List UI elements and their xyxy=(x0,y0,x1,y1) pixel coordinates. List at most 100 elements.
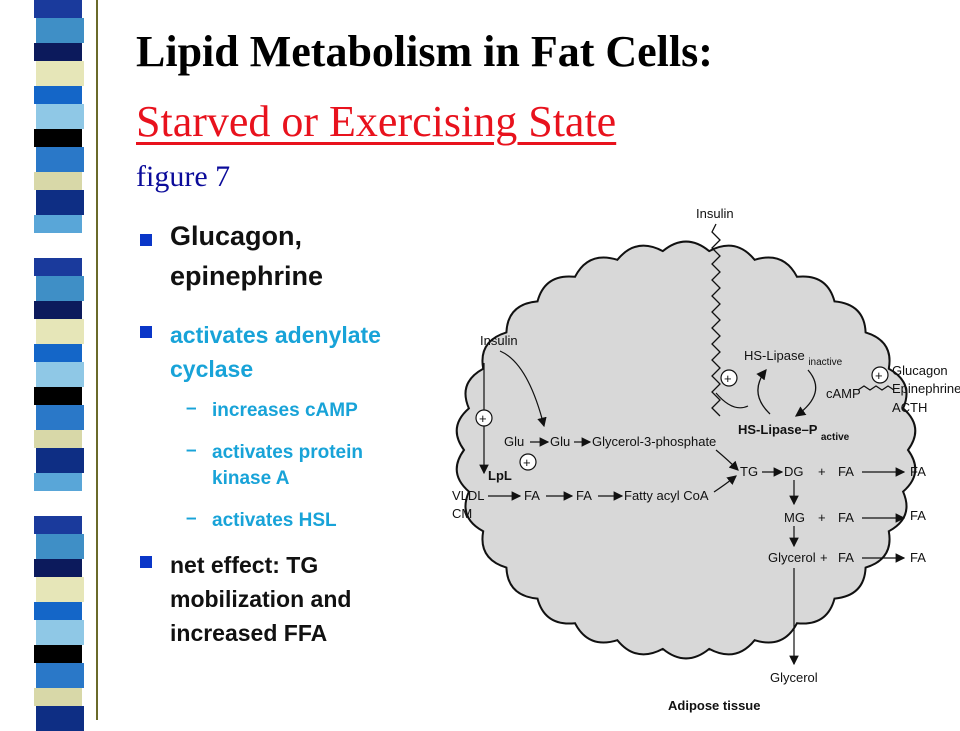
stripe-block xyxy=(36,663,84,688)
bullet-square xyxy=(140,326,152,338)
glycerol-inner-label: Glycerol xyxy=(768,550,816,565)
fa-released-3: FA xyxy=(910,550,926,565)
adipose-tissue-caption: Adipose tissue xyxy=(668,698,760,713)
stripe-block xyxy=(34,645,82,663)
plus-sign: + xyxy=(479,411,487,426)
stripe-block xyxy=(34,688,82,706)
bullet-text-line: cyclase xyxy=(170,356,254,382)
fatty-acyl-coa-label: Fatty acyl CoA xyxy=(624,488,709,503)
stripe-block xyxy=(34,86,82,104)
fa-inner-left: FA xyxy=(576,488,592,503)
glycerol-out-label: Glycerol xyxy=(770,670,818,685)
stripe-block xyxy=(34,602,82,620)
stripe-block xyxy=(34,430,82,448)
stripe-block xyxy=(34,516,82,534)
sub-bullet-camp: increases cAMP xyxy=(212,400,358,421)
glucagon-wavy-line xyxy=(857,385,895,391)
bullet-text-line: increased FFA xyxy=(170,620,328,646)
stripe-block xyxy=(36,104,84,129)
stripe-block xyxy=(36,534,84,559)
stripe-block xyxy=(36,405,84,430)
activation-arrow xyxy=(794,369,817,417)
plus-circle xyxy=(475,409,493,427)
stripe-block xyxy=(36,620,84,645)
stripe-block xyxy=(36,190,84,215)
camp-label: cAMP xyxy=(826,386,861,401)
epinephrine-label: Epinephrine xyxy=(892,381,960,396)
stripe-block xyxy=(36,147,84,172)
stripe-block xyxy=(34,0,82,18)
hs-lipase-p-text: HS-Lipase–P xyxy=(738,422,818,437)
cm-label: CM xyxy=(452,506,472,521)
bullet-net-effect: net effect: TG mobilization and increase… xyxy=(170,548,351,650)
plus-sign: + xyxy=(875,368,883,383)
stripe-block xyxy=(36,18,84,43)
stripe-block xyxy=(34,129,82,147)
bullet-text-line: mobilization and xyxy=(170,586,352,612)
bullet-hormones: Glucagon, epinephrine xyxy=(170,216,323,296)
stripe-block xyxy=(34,473,82,491)
plus-sign: + xyxy=(818,464,826,479)
stripe-block xyxy=(34,387,82,405)
fa-product-1: FA xyxy=(838,464,854,479)
plus-circle xyxy=(519,453,537,471)
bullet-text-line: activates adenylate xyxy=(170,322,381,348)
insulin-effect-arrow xyxy=(715,392,749,409)
hs-lipase-inactive-label: HS-Lipase inactive xyxy=(744,348,843,368)
stripe-block xyxy=(34,258,82,276)
sub-bullet-line: kinase A xyxy=(212,468,290,489)
stripe-block xyxy=(34,301,82,319)
acth-label: ACTH xyxy=(892,400,927,415)
tg-label: TG xyxy=(740,464,758,479)
sub-bullet-dash: – xyxy=(186,440,197,461)
adipose-cell-diagram: Insulin + HS-Lipase inactive cAMP + Gluc… xyxy=(448,188,960,720)
sub-bullet-line: activates protein xyxy=(212,442,363,463)
sub-bullet-hsl: activates HSL xyxy=(212,510,337,531)
stripe-block xyxy=(36,448,84,473)
inactive-subscript: inactive xyxy=(808,357,842,368)
lpl-label: LpL xyxy=(488,468,512,483)
bullet-text-line: Glucagon, xyxy=(170,221,303,251)
stripe-block xyxy=(36,362,84,387)
plus-sign: + xyxy=(818,510,826,525)
hs-lipase-text: HS-Lipase xyxy=(744,348,805,363)
plus-sign: + xyxy=(523,455,531,470)
stripe-block xyxy=(36,706,84,731)
fa-released-1: FA xyxy=(910,464,926,479)
bullet-square xyxy=(140,556,152,568)
sub-bullet-pka: activates protein kinase A xyxy=(212,440,363,492)
stripe-block xyxy=(34,559,82,577)
slide-title: Lipid Metabolism in Fat Cells: xyxy=(136,27,713,76)
insulin-left-label: Insulin xyxy=(480,333,518,348)
vldl-label: VLDL xyxy=(452,488,485,503)
stripe-block xyxy=(34,215,82,233)
plus-sign: + xyxy=(820,550,828,565)
fa-product-3: FA xyxy=(838,550,854,565)
mg-label: MG xyxy=(784,510,805,525)
decorative-stripe xyxy=(0,0,106,731)
stripe-rule xyxy=(96,0,98,720)
bullet-adenylate-cyclase: activates adenylate cyclase xyxy=(170,318,448,386)
dg-label: DG xyxy=(784,464,804,479)
deactivation-arrow xyxy=(756,368,771,415)
insulin-top-label: Insulin xyxy=(696,206,734,221)
active-subscript: active xyxy=(821,432,850,443)
bullet-text-line: net effect: TG xyxy=(170,552,319,578)
fat-cell-outline xyxy=(455,240,917,660)
sub-bullet-dash: – xyxy=(186,508,197,529)
figure-label: figure 7 xyxy=(136,160,231,193)
insulin-arrow xyxy=(499,350,547,428)
stripe-block xyxy=(36,491,84,516)
hs-lipase-active-label: HS-Lipase–P active xyxy=(738,422,850,443)
bullet-square xyxy=(140,234,152,246)
glycerol-3-phosphate-label: Glycerol-3-phosphate xyxy=(592,434,716,449)
slide-title-red: Starved or Exercising State xyxy=(136,97,617,146)
plus-circle xyxy=(720,369,738,387)
glu-outer-label: Glu xyxy=(504,434,524,449)
g3p-to-tg-arrow xyxy=(715,449,739,471)
stripe-block xyxy=(36,276,84,301)
stripe-block xyxy=(34,43,82,61)
sub-bullet-dash: – xyxy=(186,398,197,419)
glu-inner-label: Glu xyxy=(550,434,570,449)
glucagon-label: Glucagon xyxy=(892,363,948,378)
